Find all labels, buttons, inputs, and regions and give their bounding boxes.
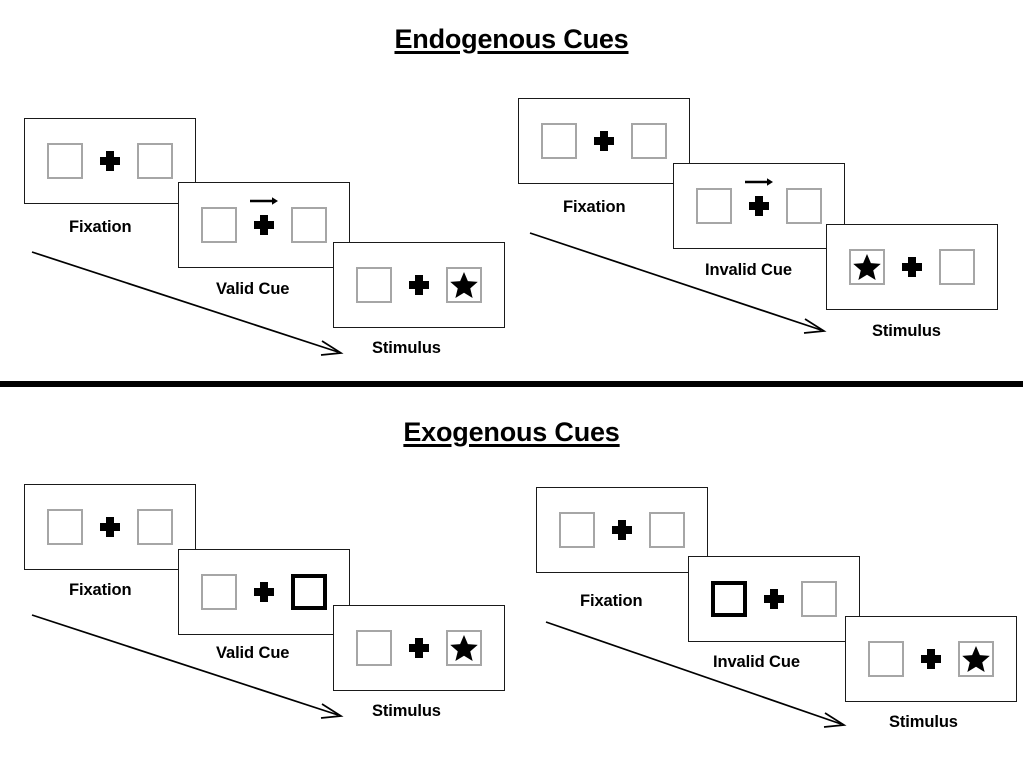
cued-box-right xyxy=(291,574,327,610)
plus-icon xyxy=(918,646,944,672)
panel-exogenous-invalid-fixation xyxy=(536,487,708,573)
plus-icon xyxy=(745,178,773,219)
star-icon xyxy=(450,635,478,661)
section-divider xyxy=(0,381,1023,387)
panel-content xyxy=(868,641,994,677)
star-icon xyxy=(450,272,478,298)
caption-endogenous-valid-stimulus: Stimulus xyxy=(372,339,441,357)
placeholder-box-right xyxy=(958,641,994,677)
caption-exogenous-valid-fixation: Fixation xyxy=(69,581,132,599)
placeholder-box-left xyxy=(47,509,83,545)
panel-content xyxy=(541,123,667,159)
panel-endogenous-invalid-fixation xyxy=(518,98,690,184)
placeholder-box-right xyxy=(801,581,837,617)
panel-content xyxy=(356,267,482,303)
placeholder-box-left xyxy=(541,123,577,159)
placeholder-box-left xyxy=(201,207,237,243)
placeholder-box-left xyxy=(201,574,237,610)
cued-box-left xyxy=(711,581,747,617)
placeholder-box-right xyxy=(631,123,667,159)
placeholder-box-left xyxy=(849,249,885,285)
panel-content xyxy=(849,249,975,285)
panel-endogenous-valid-stimulus xyxy=(333,242,505,328)
plus-icon xyxy=(761,586,787,612)
placeholder-box-right xyxy=(291,207,327,243)
caption-endogenous-invalid-cue: Invalid Cue xyxy=(705,261,792,279)
panel-exogenous-valid-stimulus xyxy=(333,605,505,691)
caption-endogenous-valid-cue: Valid Cue xyxy=(216,280,290,298)
panel-exogenous-invalid-cue xyxy=(688,556,860,642)
panel-endogenous-valid-cue xyxy=(178,182,350,268)
arrow-right-icon xyxy=(250,197,278,205)
section-title-exogenous: Exogenous Cues xyxy=(403,417,620,447)
plus-icon xyxy=(250,197,278,238)
placeholder-box-right xyxy=(649,512,685,548)
panel-content xyxy=(711,581,837,617)
panel-endogenous-invalid-stimulus xyxy=(826,224,998,310)
placeholder-box-left xyxy=(868,641,904,677)
panel-exogenous-valid-fixation xyxy=(24,484,196,570)
placeholder-box-left xyxy=(356,630,392,666)
placeholder-box-right xyxy=(939,249,975,285)
caption-exogenous-invalid-fixation: Fixation xyxy=(580,592,643,610)
caption-exogenous-valid-stimulus: Stimulus xyxy=(372,702,441,720)
arrow-right-icon xyxy=(745,178,773,186)
panel-content xyxy=(47,509,173,545)
plus-icon xyxy=(251,579,277,605)
caption-exogenous-valid-cue: Valid Cue xyxy=(216,644,290,662)
panel-content xyxy=(356,630,482,666)
panel-exogenous-valid-cue xyxy=(178,549,350,635)
caption-endogenous-valid-fixation: Fixation xyxy=(69,218,132,236)
panel-content xyxy=(47,143,173,179)
plus-icon xyxy=(97,514,123,540)
plus-icon xyxy=(899,254,925,280)
caption-exogenous-invalid-cue: Invalid Cue xyxy=(713,653,800,671)
plus-icon xyxy=(609,517,635,543)
placeholder-box-left xyxy=(356,267,392,303)
placeholder-box-right xyxy=(446,267,482,303)
panel-exogenous-invalid-stimulus xyxy=(845,616,1017,702)
caption-endogenous-invalid-fixation: Fixation xyxy=(563,198,626,216)
placeholder-box-right xyxy=(137,143,173,179)
placeholder-box-right xyxy=(786,188,822,224)
panel-content xyxy=(201,574,327,610)
caption-endogenous-invalid-stimulus: Stimulus xyxy=(872,322,941,340)
placeholder-box-right xyxy=(446,630,482,666)
placeholder-box-left xyxy=(559,512,595,548)
plus-icon xyxy=(406,272,432,298)
star-icon xyxy=(962,646,990,672)
placeholder-box-left xyxy=(696,188,732,224)
placeholder-box-left xyxy=(47,143,83,179)
panel-endogenous-invalid-cue xyxy=(673,163,845,249)
panel-content xyxy=(559,512,685,548)
plus-icon xyxy=(591,128,617,154)
panel-endogenous-valid-fixation xyxy=(24,118,196,204)
panel-content xyxy=(201,197,327,243)
plus-icon xyxy=(97,148,123,174)
plus-icon xyxy=(406,635,432,661)
star-icon xyxy=(853,254,881,280)
placeholder-box-right xyxy=(137,509,173,545)
section-title-endogenous: Endogenous Cues xyxy=(394,24,629,54)
caption-exogenous-invalid-stimulus: Stimulus xyxy=(889,713,958,731)
panel-content xyxy=(696,178,822,224)
